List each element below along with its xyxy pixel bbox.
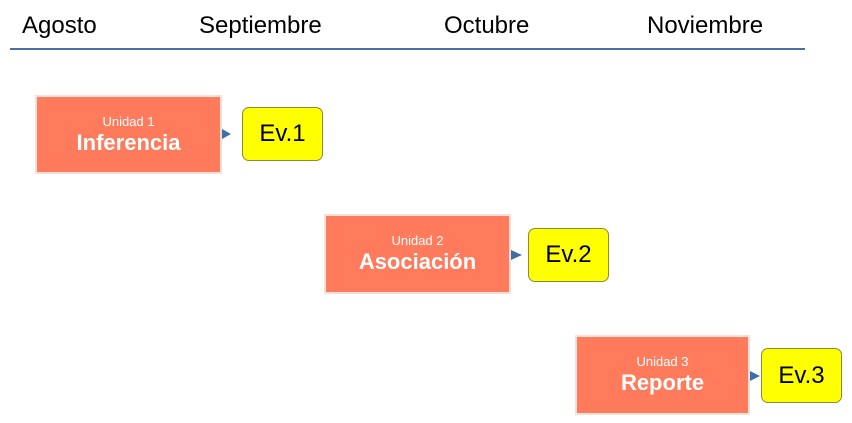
unit-subtitle: Unidad 3	[636, 354, 689, 369]
unit-subtitle: Unidad 2	[391, 233, 444, 248]
unit-box-1: Unidad 1 Inferencia	[35, 95, 222, 174]
connector-arrow-1	[222, 129, 231, 139]
timeline-divider	[10, 48, 805, 50]
evaluation-box-1: Ev.1	[242, 107, 323, 161]
evaluation-box-2: Ev.2	[528, 228, 609, 282]
unit-subtitle: Unidad 1	[102, 113, 155, 129]
month-label-noviembre: Noviembre	[647, 12, 764, 39]
connector-arrow-3	[750, 371, 760, 381]
month-label-octubre: Octubre	[444, 12, 530, 39]
unit-box-3: Unidad 3 Reporte	[575, 335, 750, 415]
evaluation-label: Ev.1	[259, 120, 306, 147]
evaluation-label: Ev.3	[778, 361, 825, 389]
connector-arrow-2	[511, 250, 522, 260]
evaluation-box-3: Ev.3	[761, 348, 842, 403]
arrow-head-icon	[222, 129, 231, 139]
evaluation-label: Ev.2	[545, 241, 592, 268]
unit-title: Inferencia	[76, 129, 181, 155]
arrow-head-icon	[750, 371, 760, 381]
unit-title: Asociación	[358, 249, 477, 274]
arrow-head-icon	[511, 250, 522, 260]
month-label-agosto: Agosto	[22, 12, 97, 39]
unit-box-2: Unidad 2 Asociación	[324, 214, 511, 294]
month-label-septiembre: Septiembre	[199, 12, 322, 39]
unit-title: Reporte	[620, 370, 705, 395]
